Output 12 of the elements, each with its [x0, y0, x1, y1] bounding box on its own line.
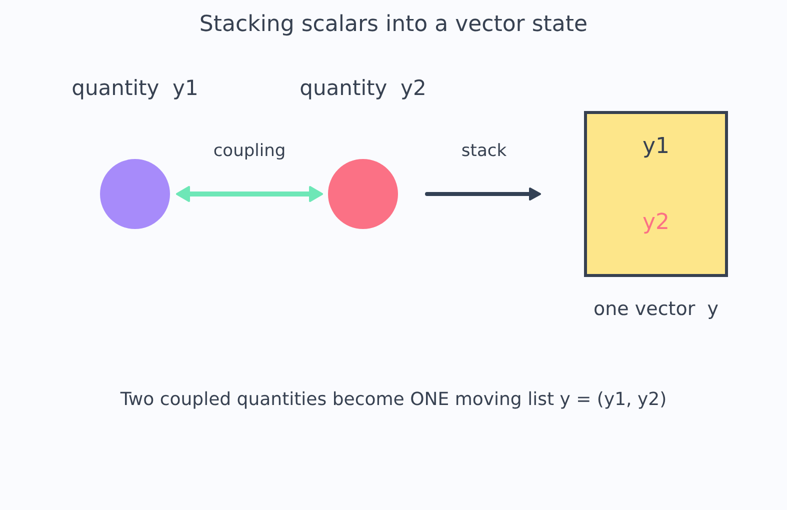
node-caption: one vector y: [594, 297, 718, 321]
vector-box: [584, 111, 728, 277]
vector-entry: y1: [642, 133, 670, 161]
diagram-title: Stacking scalars into a vector state: [199, 11, 588, 39]
edge-label: coupling: [213, 141, 286, 161]
edge-label: stack: [461, 141, 507, 161]
node-heading: quantity y2: [300, 76, 426, 100]
node-heading: quantity y1: [72, 76, 198, 100]
double-arrow: [174, 186, 326, 202]
vector-entry: y2: [642, 209, 670, 237]
arrow: [425, 188, 543, 200]
diagram-caption: Two coupled quantities become ONE moving list y = (y1, y2): [120, 389, 667, 411]
